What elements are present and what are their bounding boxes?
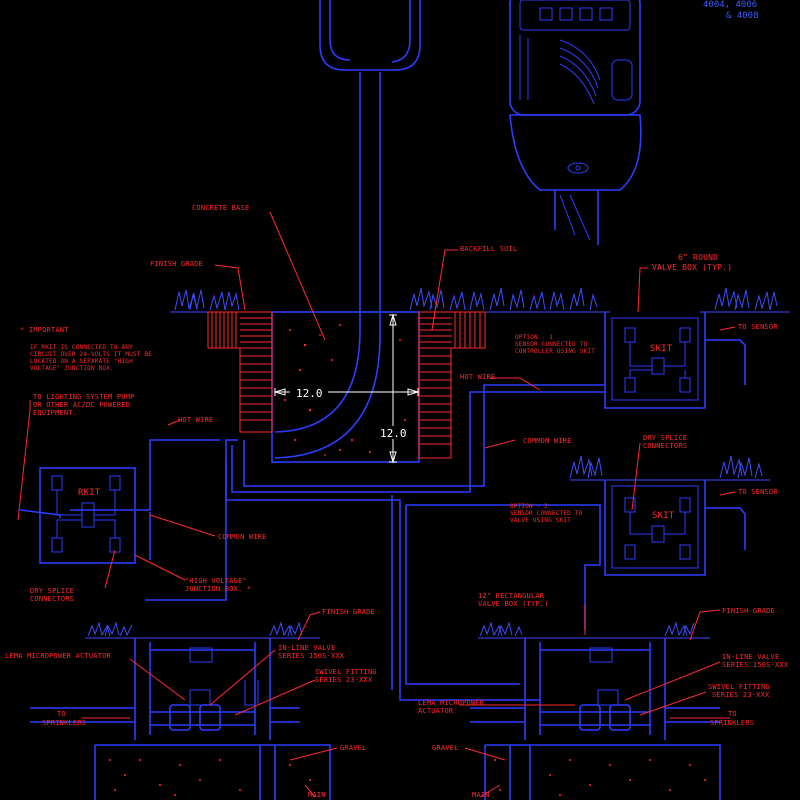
controller-model-line1: 4004, 4006 (703, 0, 757, 10)
label-option1-1: OPTION - 1 (515, 334, 553, 341)
dimension-width: 12.0 (296, 387, 323, 400)
label-rect-box-2: VALVE BOX (TYP.) (478, 600, 549, 608)
brick-backfill-left (207, 311, 273, 433)
concrete-speckles (284, 324, 406, 456)
label-swivel-1b: SERIES 23-XXX (315, 676, 373, 684)
label-lema-1: LEMA MICROPOWER ACTUATOR (5, 652, 112, 660)
label-swivel-2b: SERIES 23-XXX (712, 691, 770, 699)
label-important-note-1: IF RKIT IS CONNECTED TO ANY (30, 344, 133, 351)
gravel-speckles-left (109, 759, 311, 796)
label-swivel-1a: SWIVEL FITTING (315, 668, 377, 676)
label-option1-3: CONTROLLER USING SKIT (515, 348, 595, 355)
label-inline-valve-2b: SERIES 150S-XXX (722, 661, 789, 669)
gravel-speckles-right (494, 759, 706, 796)
rkit-label: RKIT (78, 488, 101, 498)
label-dry-splice-2b: CONNECTORS (30, 595, 74, 603)
label-option2-2: SENSOR CONNECTED TO (510, 510, 583, 517)
label-dry-splice-1a: DRY SPLICE (643, 434, 687, 442)
dimension-depth: 12.0 (380, 427, 407, 440)
grass-line-top (170, 287, 790, 313)
leader-lines (17, 211, 736, 798)
label-to-lighting-3: EQUIPMENT. (33, 409, 77, 417)
label-finish-grade-1: FINISH GRADE (150, 260, 203, 268)
label-round-box-2: VALVE BOX (TYP.) (652, 263, 732, 272)
valve-assembly-right (470, 621, 721, 800)
label-to-sensor-2: TO SENSOR (738, 488, 778, 496)
label-lema-2b: ACTUATOR (418, 707, 454, 715)
label-hot-wire-2: HOT WIRE (460, 373, 495, 381)
label-important: * IMPORTANT (20, 326, 69, 334)
annotation-labels: CONCRETE BASE FINISH GRADE BACKFILL SOIL… (5, 204, 789, 799)
rkit-junction-box: RKIT (39, 467, 136, 564)
label-lema-2a: LEMA MICROPOWER (418, 699, 485, 707)
label-hv-box-2: JUNCTION BOX. * (185, 585, 251, 593)
label-gravel-1: GRAVEL (340, 744, 367, 752)
label-backfill-soil: BACKFILL SOIL (460, 245, 517, 253)
label-finish-grade-3: FINISH GRADE (722, 607, 775, 615)
label-finish-grade-2: FINISH GRADE (322, 608, 375, 616)
label-to-lighting-1: TO LIGHTING SYSTEM PUMP (33, 393, 135, 401)
label-to-sprinklers-1a: TO (57, 710, 66, 718)
skit-1-label: SKIT (650, 344, 673, 354)
controller-model-line2: & 4008 (726, 11, 759, 21)
label-concrete-base: CONCRETE BASE (192, 204, 249, 212)
label-common-wire-2: COMMON WIRE (218, 533, 267, 541)
label-dry-splice-2a: DRY SPLICE (30, 587, 74, 595)
label-hot-wire-1: HOT WIRE (178, 416, 213, 424)
label-important-note-4: VOLTAGE" JUNCTION BOX. (30, 365, 114, 372)
controller-unit: 4004, 4006 & 4008 (509, 0, 759, 245)
label-inline-valve-1a: IN-LINE VALVE (278, 644, 335, 652)
label-option1-2: SENSOR CONNECTED TO (515, 341, 588, 348)
label-to-lighting-2: OR OTHER AC/DC POWERED (33, 401, 130, 409)
label-option2-1: OPTION - 2 (510, 503, 548, 510)
label-rect-box-1: 12" RECTANGULAR (478, 592, 545, 600)
valve-assembly-left (30, 621, 331, 800)
label-swivel-2a: SWIVEL FITTING (708, 683, 770, 691)
label-inline-valve-2a: IN-LINE VALVE (722, 653, 779, 661)
label-hv-box-1: "HIGH VOLTAGE" (185, 577, 247, 585)
label-important-note-2: CIRCUIT OVER 24-VOLTS IT MUST BE (30, 351, 152, 358)
skit-valve-box-1: SKIT (604, 312, 746, 409)
label-inline-valve-1b: SERIES 150S-XXX (278, 652, 345, 660)
skit-2-label: SKIT (652, 511, 675, 521)
label-dry-splice-1b: CONNECTORS (643, 442, 687, 450)
label-to-sprinklers-2b: SPRINKLERS (710, 719, 754, 727)
label-main-1: MAIN (308, 791, 326, 799)
label-important-note-3: LOCATED ON A SEPARATE "HIGH (30, 358, 133, 365)
label-round-box-1: 6" ROUND (678, 253, 718, 262)
label-common-wire-1: COMMON WIRE (523, 437, 572, 445)
label-to-sensor-1: TO SENSOR (738, 323, 778, 331)
label-to-sprinklers-2a: TO (728, 710, 737, 718)
wire-runs (19, 384, 605, 701)
dimension-lines: 12.0 12.0 (273, 313, 420, 464)
skit-valve-box-2: SKIT (569, 455, 770, 576)
controller-pedestal (274, 0, 421, 459)
brick-backfill-right (418, 311, 486, 459)
label-gravel-2: GRAVEL (432, 744, 459, 752)
label-to-sprinklers-1b: SPRINKLERS (42, 719, 86, 727)
label-option2-3: VALVE USING SKIT (510, 517, 571, 524)
label-main-2: MAIN (472, 791, 490, 799)
